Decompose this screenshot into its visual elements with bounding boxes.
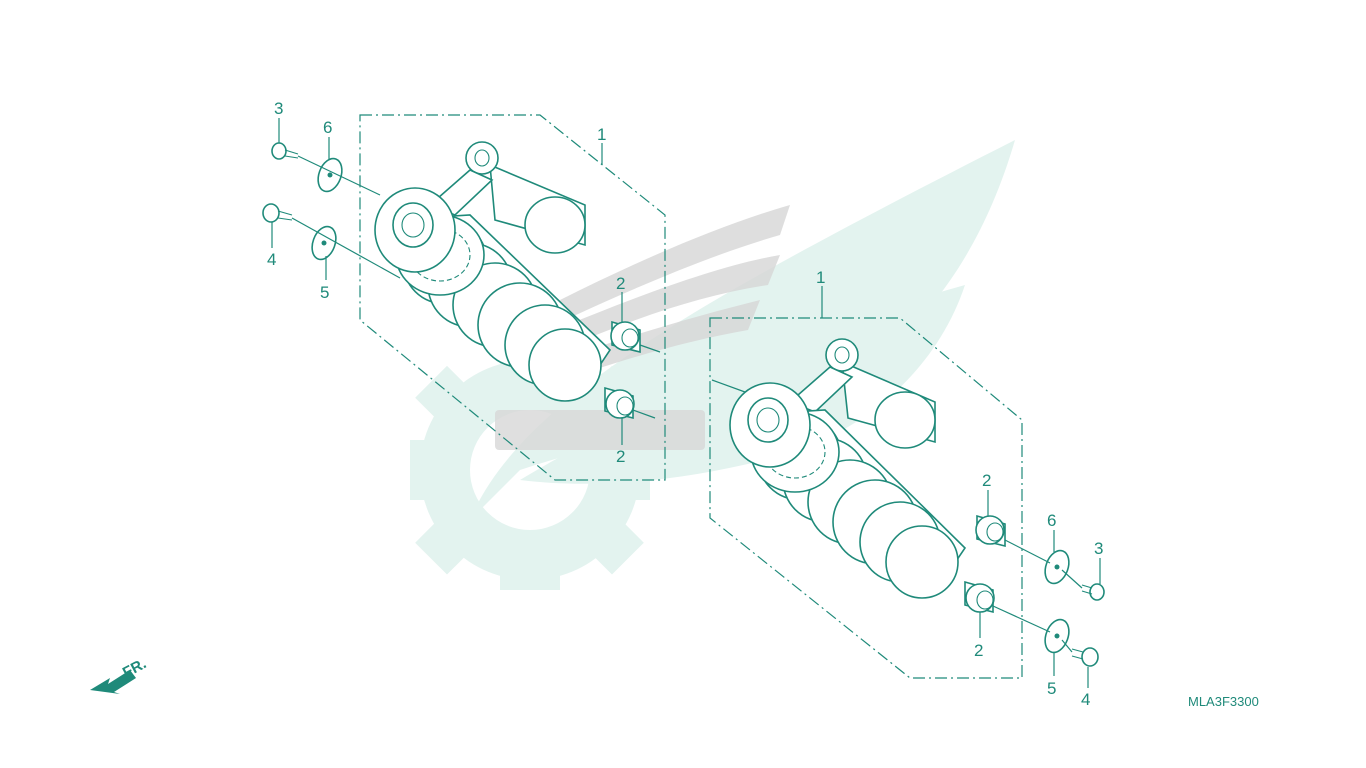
left-shock-absorber	[374, 141, 612, 402]
right-top-mount	[729, 382, 811, 468]
right-shock-assembly: 1 2 6 3 2 5 4	[709, 268, 1105, 709]
right-washer-5	[1044, 618, 1070, 654]
left-washer-6	[317, 157, 343, 193]
left-bushing-upper	[610, 320, 641, 354]
right-bolt-3	[1081, 583, 1105, 601]
right-callout-2-lower: 2	[974, 641, 983, 660]
left-callout-4: 4	[267, 250, 276, 269]
left-assembly-frame	[359, 114, 666, 481]
left-reservoir	[428, 141, 586, 254]
left-shock-assembly: 3 6 4 5 1 2 2	[262, 99, 666, 481]
left-washer-5	[311, 225, 337, 261]
right-callout-4: 4	[1081, 690, 1090, 709]
part-code: MLA3F3300	[1188, 694, 1259, 709]
right-callouts: 1 2 6 3 2 5 4	[816, 268, 1103, 709]
left-top-mount	[374, 187, 456, 273]
right-leader-lines	[711, 286, 1101, 688]
right-bushing-lower	[964, 580, 995, 614]
left-callout-2-lower: 2	[616, 447, 625, 466]
front-arrow-icon	[90, 670, 136, 694]
left-leader-lines	[271, 118, 661, 445]
right-callout-3: 3	[1094, 539, 1103, 558]
left-callout-3: 3	[274, 99, 283, 118]
left-callout-6: 6	[323, 118, 332, 137]
right-bushing-upper	[975, 514, 1006, 548]
left-callout-2-upper: 2	[616, 274, 625, 293]
right-assembly-frame	[709, 317, 1023, 679]
right-callout-6: 6	[1047, 511, 1056, 530]
right-spring	[743, 409, 967, 599]
right-callout-5: 5	[1047, 679, 1056, 698]
left-callout-1: 1	[597, 125, 606, 144]
left-bolt-4	[262, 203, 293, 223]
right-callout-2-upper: 2	[982, 471, 991, 490]
right-washer-6	[1044, 549, 1070, 585]
right-shock-absorber	[729, 338, 967, 599]
right-callout-1: 1	[816, 268, 825, 287]
left-callout-5: 5	[320, 283, 329, 302]
left-bushing-lower	[604, 386, 635, 420]
front-direction-indicator: FR.	[90, 655, 149, 694]
watermark-logo	[410, 140, 1015, 590]
right-bolt-4	[1071, 647, 1099, 667]
left-callouts: 3 6 4 5 1 2 2	[267, 99, 625, 466]
left-bolt-3	[271, 142, 299, 160]
right-reservoir	[788, 338, 936, 449]
